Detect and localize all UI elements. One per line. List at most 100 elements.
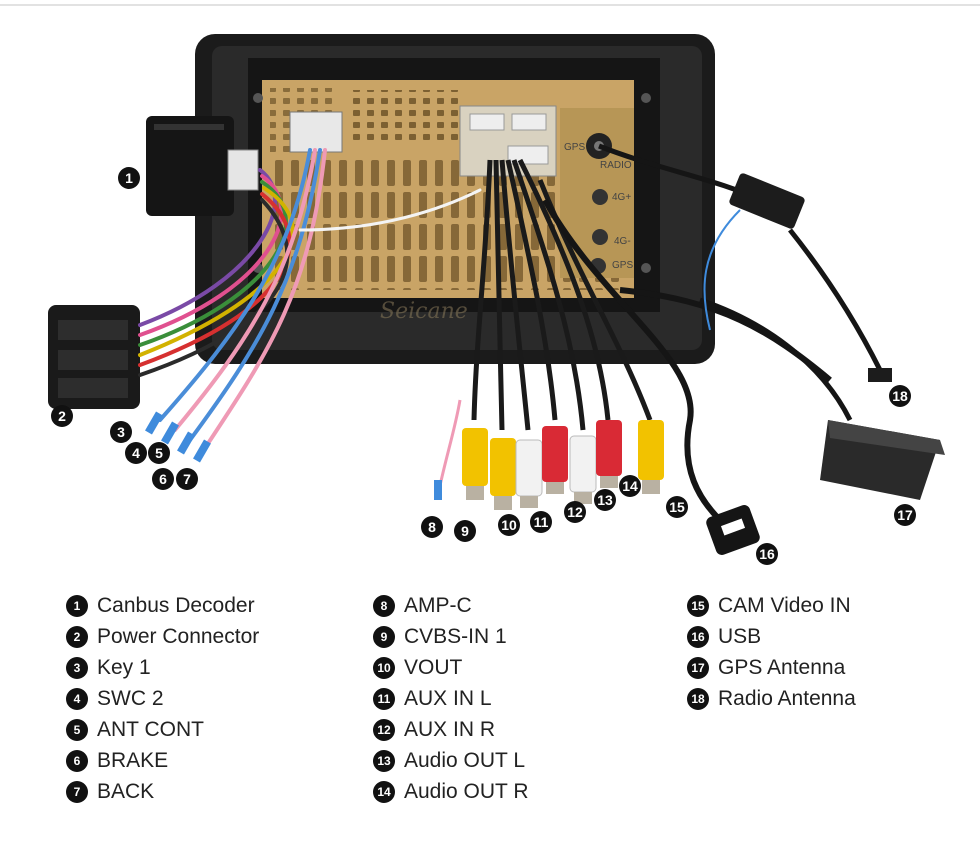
legend-number: 9 — [373, 625, 395, 648]
callout-13: 13 — [594, 489, 616, 511]
rca-plug-yellow — [462, 428, 488, 486]
rca-plug-white — [515, 439, 543, 497]
legend-number: 15 — [687, 594, 709, 617]
svg-text:18: 18 — [892, 388, 908, 404]
legend-item: 9 CVBS-IN 1 — [373, 621, 529, 652]
legend-label: ANT CONT — [97, 717, 204, 741]
top-divider — [0, 4, 980, 6]
gps-port-label: GPS — [564, 142, 585, 153]
legend-item: 6 BRAKE — [66, 745, 259, 776]
legend-label: Audio OUT L — [404, 748, 526, 772]
legend-item: 5 ANT CONT — [66, 714, 259, 745]
svg-text:6: 6 — [159, 471, 167, 487]
rca-plug-red — [542, 426, 568, 482]
legend-label: AMP-C — [404, 593, 472, 617]
legend-item: 18 Radio Antenna — [687, 683, 856, 714]
legend-number: 4 — [66, 687, 88, 710]
callout-10: 10 — [498, 514, 520, 536]
harness-connector — [289, 111, 343, 153]
callout-9: 9 — [454, 520, 476, 542]
radio-antenna-cable — [598, 143, 892, 382]
svg-text:5: 5 — [155, 445, 163, 461]
svg-text:9: 9 — [461, 523, 469, 539]
legend-number: 1 — [66, 594, 88, 617]
callout-18: 18 — [889, 385, 911, 407]
rca-plug-yellow — [490, 438, 516, 496]
legend-label: Key 1 — [97, 655, 151, 679]
legend-item: 15 CAM Video IN — [687, 590, 856, 621]
legend-number: 16 — [687, 625, 709, 648]
legend-number: 2 — [66, 625, 88, 648]
callout-12: 12 — [564, 501, 586, 523]
callout-6: 6 — [152, 468, 174, 490]
legend-item: 11 AUX IN L — [373, 683, 529, 714]
legend-label: BRAKE — [97, 748, 169, 772]
callout-2: 2 — [51, 405, 73, 427]
svg-text:12: 12 — [567, 504, 583, 520]
rca-plugs — [462, 420, 664, 510]
callout-17: 17 — [894, 504, 916, 526]
svg-text:16: 16 — [759, 546, 775, 562]
callout-3: 3 — [110, 421, 132, 443]
legend-label: CAM Video IN — [718, 593, 851, 617]
callout-5: 5 — [148, 442, 170, 464]
legend-label: AUX IN L — [404, 686, 492, 710]
legend-label: BACK — [97, 779, 155, 803]
svg-text:17: 17 — [897, 507, 913, 523]
callout-8: 8 — [421, 516, 443, 538]
radio-port-label: RADIO — [600, 160, 632, 171]
legend-number: 18 — [687, 687, 709, 710]
legend-item: 1 Canbus Decoder — [66, 590, 259, 621]
legend-label: Radio Antenna — [718, 686, 856, 710]
svg-text:11: 11 — [534, 514, 549, 530]
callout-7: 7 — [176, 468, 198, 490]
legend-number: 11 — [373, 687, 395, 710]
svg-text:7: 7 — [183, 471, 191, 487]
legend-number: 12 — [373, 718, 395, 741]
rca-plug-red — [596, 420, 622, 476]
legend-label: AUX IN R — [404, 717, 496, 741]
legend-label: USB — [718, 624, 762, 648]
legend-number: 14 — [373, 780, 395, 803]
legend-number: 7 — [66, 780, 88, 803]
legend-number: 6 — [66, 749, 88, 772]
amp-c-tip — [434, 480, 442, 500]
wiring-diagram: GPS RADIO 4G+ 4G- GPS Seicane — [48, 34, 945, 565]
legend-number: 5 — [66, 718, 88, 741]
rca-plug-white — [569, 435, 597, 493]
legend-label: GPS Antenna — [718, 655, 846, 679]
wire-harness — [138, 148, 482, 450]
svg-text:14: 14 — [622, 478, 638, 494]
legend-item: 7 BACK — [66, 776, 259, 807]
callout-16: 16 — [756, 543, 778, 565]
svg-text:2: 2 — [58, 408, 66, 424]
legend-label: Audio OUT R — [404, 779, 529, 803]
4g-plus-port-label: 4G+ — [612, 192, 631, 203]
legend-item: 12 AUX IN R — [373, 714, 529, 745]
power-connector — [48, 305, 140, 409]
svg-text:1: 1 — [125, 170, 133, 186]
callout-14: 14 — [619, 475, 641, 497]
svg-text:3: 3 — [117, 424, 125, 440]
4g-minus-port-label: 4G- — [614, 236, 631, 247]
legend-item: 3 Key 1 — [66, 652, 259, 683]
legend-item: 14 Audio OUT R — [373, 776, 529, 807]
legend-label: Canbus Decoder — [97, 593, 255, 617]
gps-bottom-port-label: GPS — [612, 260, 633, 271]
svg-text:15: 15 — [669, 499, 685, 515]
legend-number: 10 — [373, 656, 395, 679]
callout-11: 11 — [530, 511, 552, 533]
legend-label: CVBS-IN 1 — [404, 624, 507, 648]
gps-antenna — [699, 297, 945, 500]
canbus-decoder — [146, 116, 259, 216]
legend-number: 3 — [66, 656, 88, 679]
svg-text:8: 8 — [428, 519, 436, 535]
callout-4: 4 — [125, 442, 147, 464]
